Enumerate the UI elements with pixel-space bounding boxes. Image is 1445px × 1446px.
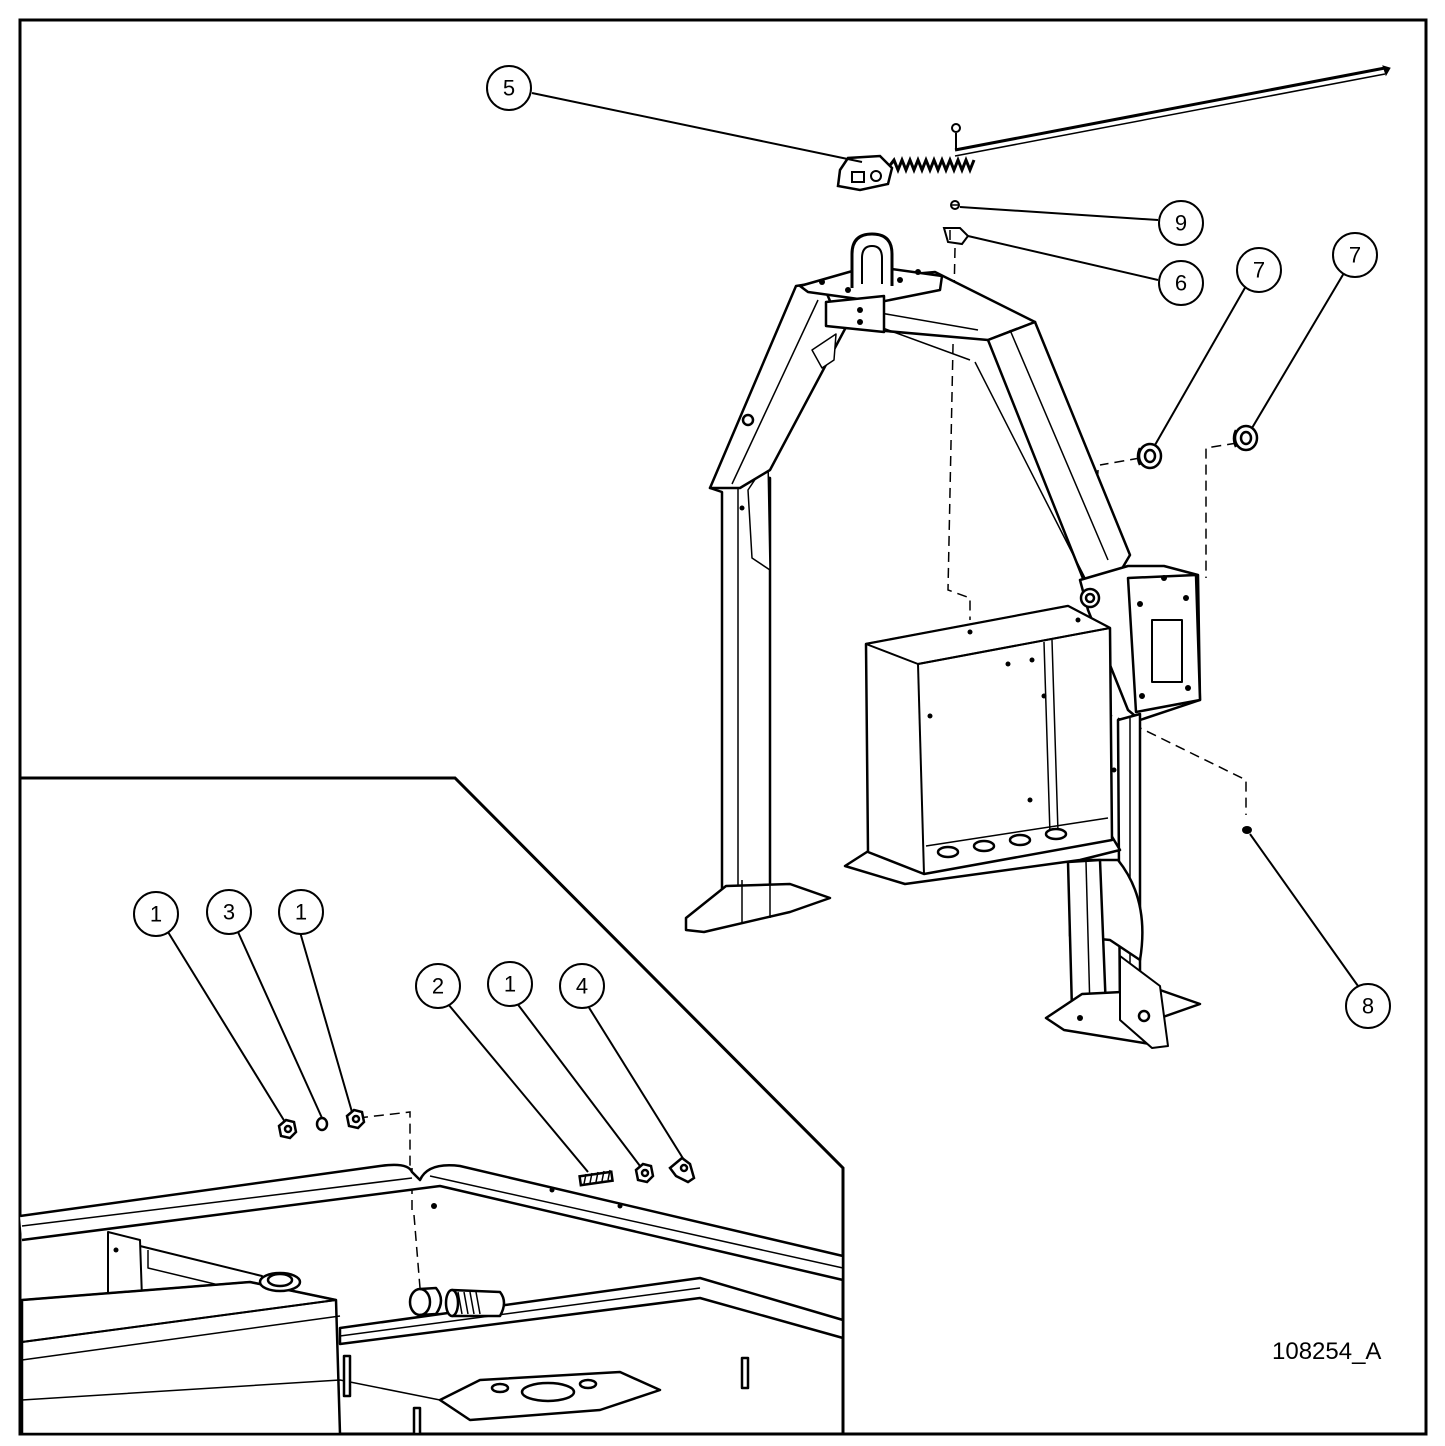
- svg-text:1: 1: [504, 972, 516, 997]
- enclosure-panel: [19, 1163, 845, 1436]
- callout-6: 6: [1158, 260, 1204, 306]
- side-bracket: [1044, 564, 1202, 1049]
- callout-1-second: 1: [278, 889, 324, 935]
- grommet-part-7-right: [1232, 424, 1259, 452]
- svg-text:6: 6: [1175, 271, 1187, 296]
- callout-1-third: 1: [487, 961, 533, 1007]
- hardware-stack-right: [578, 1156, 696, 1187]
- callout-2: 2: [415, 963, 461, 1009]
- svg-text:2: 2: [432, 974, 444, 999]
- detail-inset-frame: [20, 776, 845, 1434]
- clip-part-6: [942, 227, 970, 246]
- svg-text:3: 3: [223, 900, 235, 925]
- svg-text:8: 8: [1362, 994, 1374, 1019]
- drawing-number: 108254_A: [1272, 1338, 1382, 1365]
- svg-text:1: 1: [150, 902, 162, 927]
- callout-9: 9: [1158, 200, 1204, 246]
- cable-assembly: [836, 65, 1391, 192]
- a-frame-hanger: [684, 232, 1132, 934]
- svg-text:9: 9: [1175, 211, 1187, 236]
- callout-7-left: 7: [1236, 247, 1282, 293]
- callout-3: 3: [206, 889, 252, 935]
- screw-part-9: [950, 200, 960, 210]
- hardware-stack-left: [277, 1108, 366, 1140]
- outer-frame: [18, 18, 1428, 1436]
- callout-5: 5: [486, 65, 532, 111]
- svg-text:7: 7: [1349, 243, 1361, 268]
- callout-8: 8: [1345, 983, 1391, 1029]
- callout-7-right: 7: [1332, 232, 1378, 278]
- svg-text:7: 7: [1253, 258, 1265, 283]
- grommet-part-7-left: [1136, 442, 1163, 470]
- svg-text:1: 1: [295, 900, 307, 925]
- svg-text:5: 5: [503, 76, 515, 101]
- callout-4: 4: [559, 963, 605, 1009]
- electrical-box: [843, 604, 1122, 886]
- callout-1-first: 1: [133, 891, 179, 937]
- rivet-part-8: [1242, 826, 1252, 834]
- leader-lines: [167, 92, 1359, 1173]
- svg-text:4: 4: [576, 974, 588, 999]
